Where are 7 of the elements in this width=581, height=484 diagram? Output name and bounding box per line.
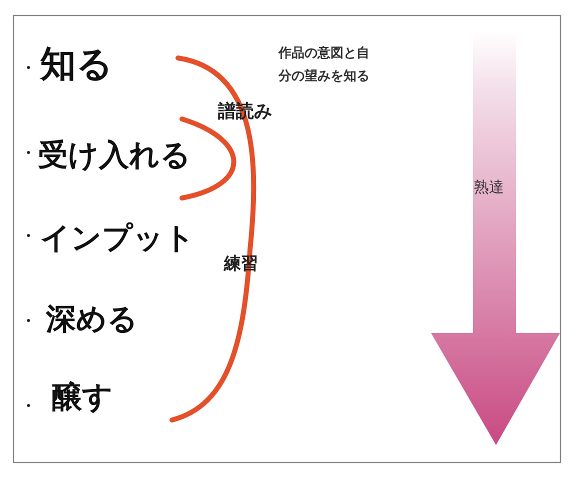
list-item: インプット — [40, 224, 195, 254]
list-item: 醸す — [52, 383, 113, 413]
list-item: 知る — [40, 46, 113, 82]
list-item: 受け入れる — [38, 141, 191, 171]
arrow-label: 熟達 — [474, 180, 504, 195]
note-text: 作品の意図と自分の望みを知る — [277, 44, 370, 86]
list-item: 深める — [46, 305, 138, 335]
